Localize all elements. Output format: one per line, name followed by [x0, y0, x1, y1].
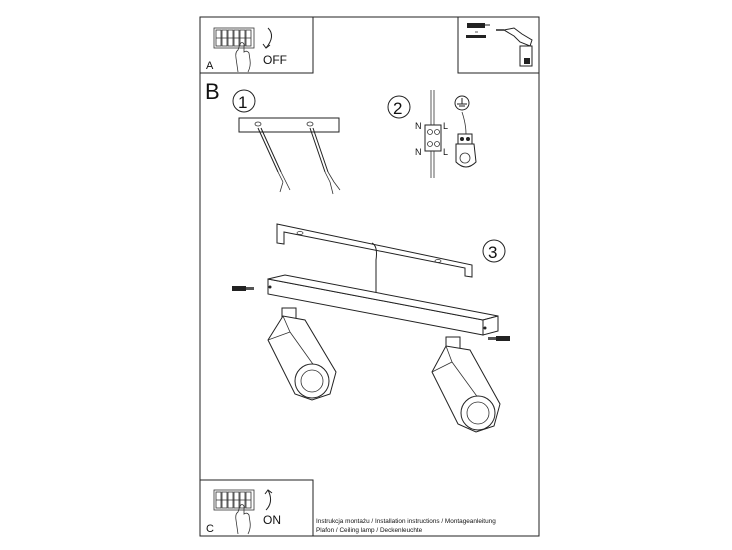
panel-a-switch-label: OFF [263, 53, 287, 67]
step-3: 3 [232, 223, 510, 433]
spotlight-right-lens [460, 395, 496, 431]
terminal-label-n-bottom: N [415, 147, 422, 157]
screw-icon [466, 31, 486, 38]
step-1-number: 1 [238, 93, 247, 112]
step-2: 2 N L N L [387, 90, 477, 178]
spotlight-left-lens [294, 363, 330, 399]
footer-line-2: Plafon / Ceiling lamp / Deckenleuchte [316, 527, 423, 534]
step-2-badge [387, 95, 411, 119]
spotlight-left [267, 307, 337, 401]
fuse-box-icon-c [213, 489, 255, 511]
spotlight-right [431, 336, 501, 433]
terminal-label-l-top: L [443, 121, 448, 131]
step-2-number: 2 [393, 99, 402, 118]
hand-icon-c [235, 504, 251, 535]
arrow-on-icon [264, 489, 273, 511]
mounting-plate [238, 117, 340, 133]
lamp-bar [267, 274, 499, 336]
drill-icon [496, 27, 533, 67]
panel-a-letter: A [206, 60, 214, 72]
panel-c-switch-label: ON [263, 513, 281, 527]
terminal-label-n-top: N [415, 121, 422, 131]
step-3-badge [482, 239, 506, 263]
step-1: 1 [232, 89, 341, 195]
wire-right [309, 127, 341, 195]
panel-a: A OFF [199, 16, 314, 74]
panel-b-letter: B [205, 79, 220, 104]
sheet-border [199, 16, 540, 537]
panel-c-letter: C [206, 523, 214, 535]
step-3-number: 3 [488, 243, 497, 262]
tools-panel [457, 16, 540, 74]
ground-connector [455, 111, 477, 168]
hand-icon [235, 42, 251, 73]
arrow-off-icon [262, 27, 272, 49]
screw-right-icon [488, 336, 510, 341]
panel-a-box [199, 16, 314, 74]
fuse-box-icon [213, 27, 255, 49]
power-cable [371, 242, 377, 296]
wall-plug-icon [467, 23, 490, 28]
ceiling-bracket [276, 223, 473, 278]
terminal-block [424, 90, 442, 178]
panel-c: C ON [199, 479, 314, 537]
tools-panel-box [457, 16, 540, 74]
terminal-label-l-bottom: L [443, 147, 448, 157]
ground-icon [454, 95, 470, 111]
footer-line-1: Instrukcja montażu / Installation instru… [316, 518, 496, 525]
panel-c-box [199, 479, 314, 537]
wire-left [257, 127, 291, 193]
step-1-badge [232, 89, 256, 113]
screw-left-icon [232, 286, 254, 291]
